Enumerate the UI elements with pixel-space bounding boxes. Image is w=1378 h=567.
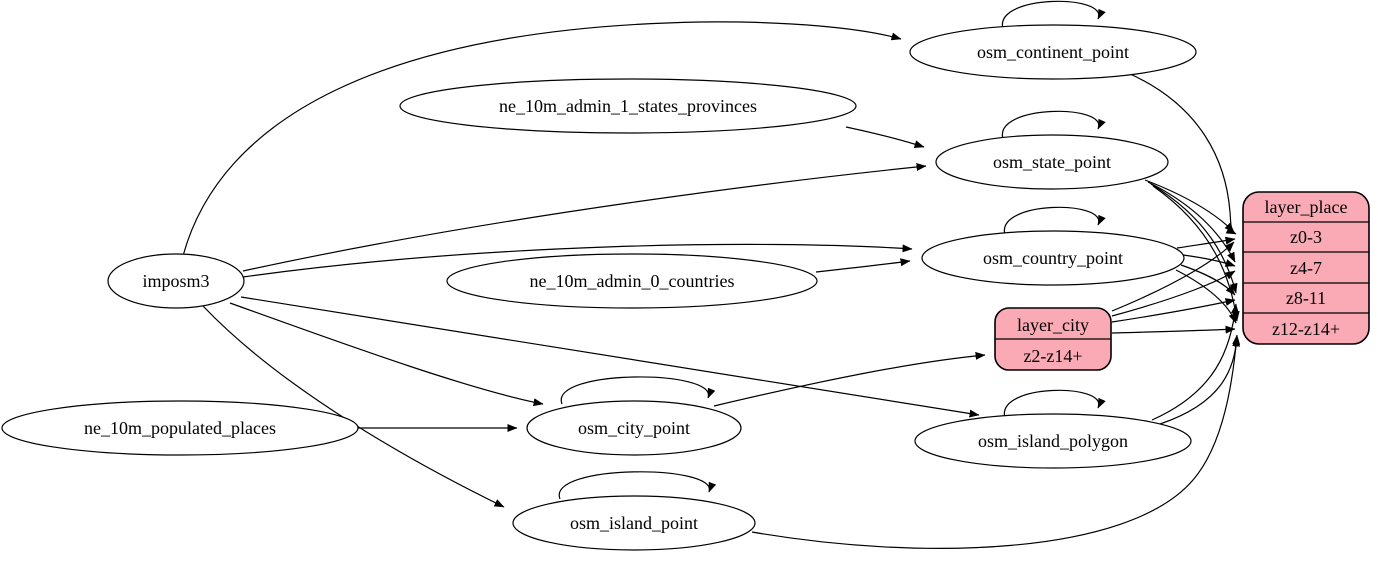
node-osm_city_point: osm_city_point	[526, 400, 742, 456]
edge-imposm3-osm_city_point	[229, 302, 544, 407]
layer_place-shape	[1242, 191, 1370, 345]
node-ne_10m_populated_places: ne_10m_populated_places	[1, 400, 359, 456]
osm_state_point-label: osm_state_point	[993, 152, 1111, 172]
osm_island_point-shape	[512, 495, 756, 551]
edge-ne_10m_admin_0_countries-osm_country_point	[815, 258, 911, 273]
osm_country_point-label: osm_country_point	[983, 248, 1123, 268]
self-loop-osm_city_point	[560, 376, 716, 405]
osm_state_point-shape	[935, 134, 1169, 190]
edge-layer_city-z12-z14	[1111, 325, 1236, 334]
node-osm_island_polygon: osm_island_polygon	[914, 413, 1192, 469]
edge-imposm3-osm_continent_point	[182, 21, 902, 257]
layer_city-row-z2-z14: z2-z14+	[1023, 346, 1082, 366]
edge-imposm3-osm_country_point	[242, 243, 913, 278]
self-loop-osm_island_polygon	[1004, 389, 1106, 419]
edge-layer_city-z8-11	[1111, 298, 1236, 323]
edge-osm_state_point-z8-11	[1150, 183, 1238, 294]
edge-osm_country_point-z4-7	[1182, 254, 1236, 267]
osm_continent_point-shape	[909, 24, 1197, 80]
node-ne_10m_admin_0_countries: ne_10m_admin_0_countries	[446, 253, 818, 309]
imposm3-label: imposm3	[142, 271, 209, 291]
node-osm_island_point: osm_island_point	[512, 495, 756, 551]
ne_10m_admin_1_states_provinces-shape	[399, 78, 857, 134]
edge-ne_10m_admin_1_states_provinces-osm_state_point	[845, 126, 925, 148]
layer_city-title: layer_city	[1017, 315, 1089, 335]
layer_place-row-z12-z14: z12-z14+	[1272, 319, 1340, 339]
osm_city_point-label: osm_city_point	[578, 418, 690, 438]
self-loop-osm_island_point	[558, 471, 717, 500]
edge-layer_city-z0-3	[1111, 241, 1235, 312]
self-loop-osm_state_point	[1002, 110, 1106, 140]
osm_island_polygon-label: osm_island_polygon	[978, 431, 1128, 451]
edge-osm_state_point-z0-3	[1144, 179, 1235, 233]
node-ne_10m_admin_1_states_provinces: ne_10m_admin_1_states_provinces	[399, 78, 857, 134]
self-loop-osm_country_point	[1004, 206, 1106, 236]
node-osm_state_point: osm_state_point	[935, 134, 1169, 190]
osm_island_polygon-shape	[914, 413, 1192, 469]
ne_10m_admin_1_states_provinces-label: ne_10m_admin_1_states_provinces	[499, 96, 757, 116]
node-osm_country_point: osm_country_point	[921, 230, 1185, 286]
node-layer_city: layer_city z2-z14+	[994, 307, 1112, 371]
edge-osm_island_polygon-z8-11	[1151, 303, 1239, 421]
layer_place-row-z0-3: z0-3	[1290, 227, 1322, 247]
ne_10m_populated_places-shape	[1, 400, 359, 456]
edge-osm_country_point-z0-3	[1176, 236, 1236, 249]
osm_country_point-shape	[921, 230, 1185, 286]
layer_place-row-z8-11: z8-11	[1286, 288, 1326, 308]
node-layer_place: layer_place z0-3 z4-7 z8-11 z12-z14+	[1242, 191, 1370, 345]
osm_continent_point-label: osm_continent_point	[977, 42, 1129, 62]
self-loop-osm_continent_point	[1002, 0, 1106, 30]
edge-osm_island_point-z12-z14	[751, 334, 1241, 549]
osm_city_point-shape	[526, 400, 742, 456]
osm_island_point-label: osm_island_point	[570, 513, 698, 533]
ne_10m_populated_places-label: ne_10m_populated_places	[84, 418, 276, 438]
edge-layer_city-z4-7	[1111, 270, 1236, 317]
layer_place-title: layer_place	[1265, 197, 1348, 217]
node-imposm3: imposm3	[107, 253, 245, 309]
node-osm_continent_point: osm_continent_point	[909, 24, 1197, 80]
ne_10m_admin_0_countries-shape	[446, 253, 818, 309]
edge-osm_state_point-z4-7	[1147, 181, 1236, 263]
layer_place-row-z4-7: z4-7	[1290, 258, 1322, 278]
edge-imposm3-osm_island_polygon	[240, 296, 980, 418]
imposm3-shape	[107, 253, 245, 309]
edge-imposm3-osm_state_point	[242, 162, 927, 272]
edge-osm_city_point-layer_city-z2	[713, 351, 986, 407]
ne_10m_admin_0_countries-label: ne_10m_admin_0_countries	[530, 271, 735, 291]
